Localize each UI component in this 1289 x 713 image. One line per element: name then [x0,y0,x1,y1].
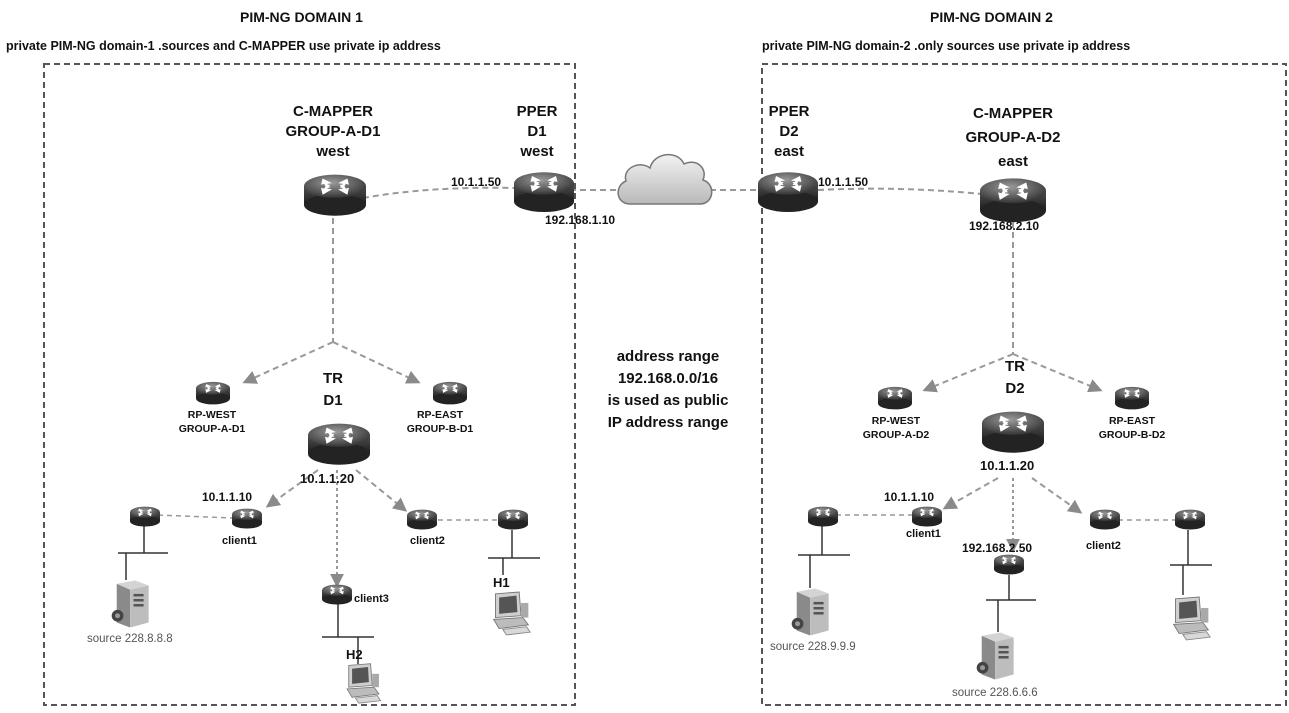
d1-rp-west-router-icon [196,381,230,405]
d1-h2-pc-icon [346,663,382,704]
domain2-title: PIM-NG DOMAIN 2 [930,9,1053,25]
d1-source-label: source 228.8.8.8 [87,633,173,645]
d2-source2-label: source 228.6.6.6 [952,687,1038,699]
d1-client3-router-icon [322,584,352,605]
d2-client1-label: client1 [906,528,941,540]
d1-h1-pc-icon [493,591,531,636]
d1-pper-outer-ip: 192.168.1.10 [545,213,616,227]
internet-cloud-icon [617,154,713,205]
d2-client1-router-icon [912,506,942,527]
domain1-title: PIM-NG DOMAIN 1 [240,9,363,25]
d2-host-pc-icon [1173,596,1211,641]
d1-pper-inner-ip: 10.1.1.50 [451,175,502,189]
d1-tr-ip: 10.1.1.20 [300,471,355,486]
d1-client1-ip: 10.1.1.10 [202,490,253,504]
d2-cmapper-ip: 192.168.2.10 [969,219,1040,233]
d2-client2-label: client2 [1086,540,1121,552]
d1-h1-router-icon [498,509,528,530]
d1-pper-router-icon [514,172,574,212]
d1-h1-label: H1 [493,575,510,590]
domain2-hosts-wiring [798,525,1212,632]
domain1-hosts-wiring [118,525,540,664]
d2-source1-label: source 228.9.9.9 [770,641,856,653]
domain2-arrows [922,353,1103,514]
d1-client1-router-icon [232,508,262,529]
d2-rp-west-router-icon [878,386,912,410]
domain2-boundary [761,63,1287,706]
d2-pper-ip: 10.1.1.50 [818,175,869,189]
d2-tr-router-icon [982,411,1044,453]
d2-client3-ip: 192.168.2.50 [962,541,1033,555]
d1-client2-label: client2 [410,535,445,547]
domain2-subtitle: private PIM-NG domain-2 .only sources us… [762,39,1131,53]
d2-source-server-icon [791,588,829,636]
d2-pper-router-icon [758,172,818,212]
d2-client1-ip: 10.1.1.10 [884,490,935,504]
d1-source-server-icon [111,580,149,628]
d2-host-router-icon [1175,509,1205,530]
d1-tr-router-icon [308,423,370,465]
domain1-lan-links [157,514,498,521]
d2-source-router-icon [808,506,838,527]
d1-client2-router-icon [407,509,437,530]
d1-source-router-icon [130,506,160,527]
d1-cmapper-router-icon [304,174,366,216]
d2-cmapper-router-icon [980,178,1046,223]
d2-source2-server-icon [976,632,1014,680]
d1-client1-label: client1 [222,535,257,547]
backbone-links [332,186,1014,354]
d2-rp-east-router-icon [1115,386,1149,410]
domain1-subtitle: private PIM-NG domain-1 .sources and C-M… [6,39,441,53]
domain1-arrows [242,341,421,512]
d1-client3-label: client3 [354,593,389,605]
domain1-boundary [43,63,576,706]
d2-tr-ip: 10.1.1.20 [980,458,1035,473]
d2-client2-router-icon [1090,509,1120,530]
d1-rp-east-router-icon [433,381,467,405]
d2-client3-router-icon [994,554,1024,575]
d1-h2-label: H2 [346,647,363,662]
domain2-lan-links [836,514,1176,521]
